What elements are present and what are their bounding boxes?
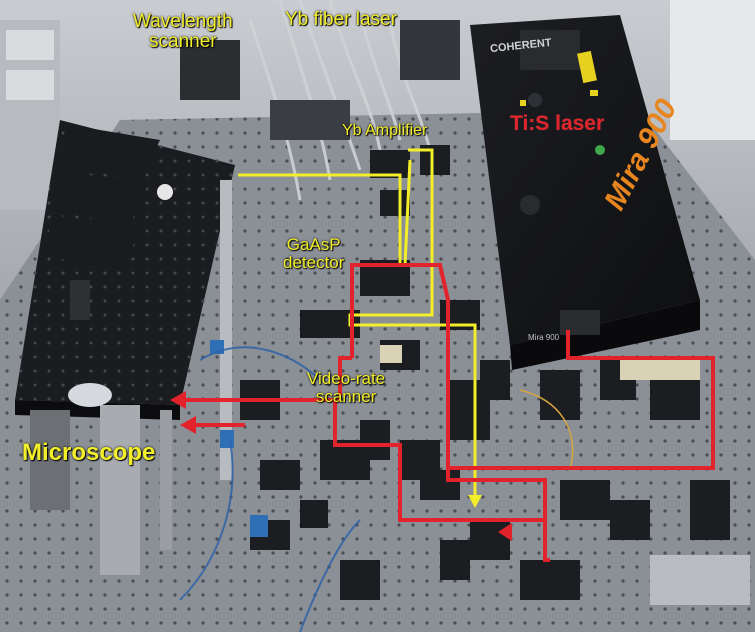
yb-beam-path-3 [403, 159, 412, 266]
label-wavelength-scanner-line1: Wavelength [133, 11, 233, 32]
label-video-rate-scanner: Video-rate scanner [307, 370, 385, 406]
right-equipment [670, 0, 755, 140]
label-video-rate-scanner-line2: scanner [315, 386, 377, 406]
yb-beam-path [238, 173, 402, 265]
label-gaasp-detector-line2: detector [283, 252, 345, 272]
label-gaasp-detector: GaAsP detector [283, 236, 344, 272]
beam-arrow-microscope [170, 391, 186, 409]
label-yb-fiber-laser: Yb fiber laser [285, 9, 397, 30]
cable-bundle [248, 0, 432, 201]
table-cables [179, 346, 361, 632]
tray [650, 555, 750, 605]
laser-badge-text: Mira 900 [528, 333, 560, 342]
tis-beam-path-3 [446, 468, 550, 562]
beam-arrow-bottom [498, 523, 512, 541]
label-video-rate-scanner-line1: Video-rate [307, 369, 386, 388]
tis-beam-path-4 [333, 400, 545, 522]
beam-arrow-microscope-2 [180, 416, 196, 434]
label-gaasp-detector-line1: GaAsP [286, 235, 341, 254]
label-microscope: Microscope [22, 439, 156, 466]
yb-beam-arrow [468, 495, 482, 508]
ti-s-laser-housing [470, 15, 700, 370]
label-yb-amplifier: Yb Amplifier [342, 122, 428, 139]
label-wavelength-scanner: Wavelength scanner [133, 12, 233, 52]
brass-mounts [380, 345, 700, 380]
label-wavelength-scanner-line2: scanner [149, 30, 217, 52]
fiber-cable [519, 389, 574, 471]
microscope-board [15, 120, 235, 575]
label-tis-laser: Ti:S laser [510, 112, 605, 135]
